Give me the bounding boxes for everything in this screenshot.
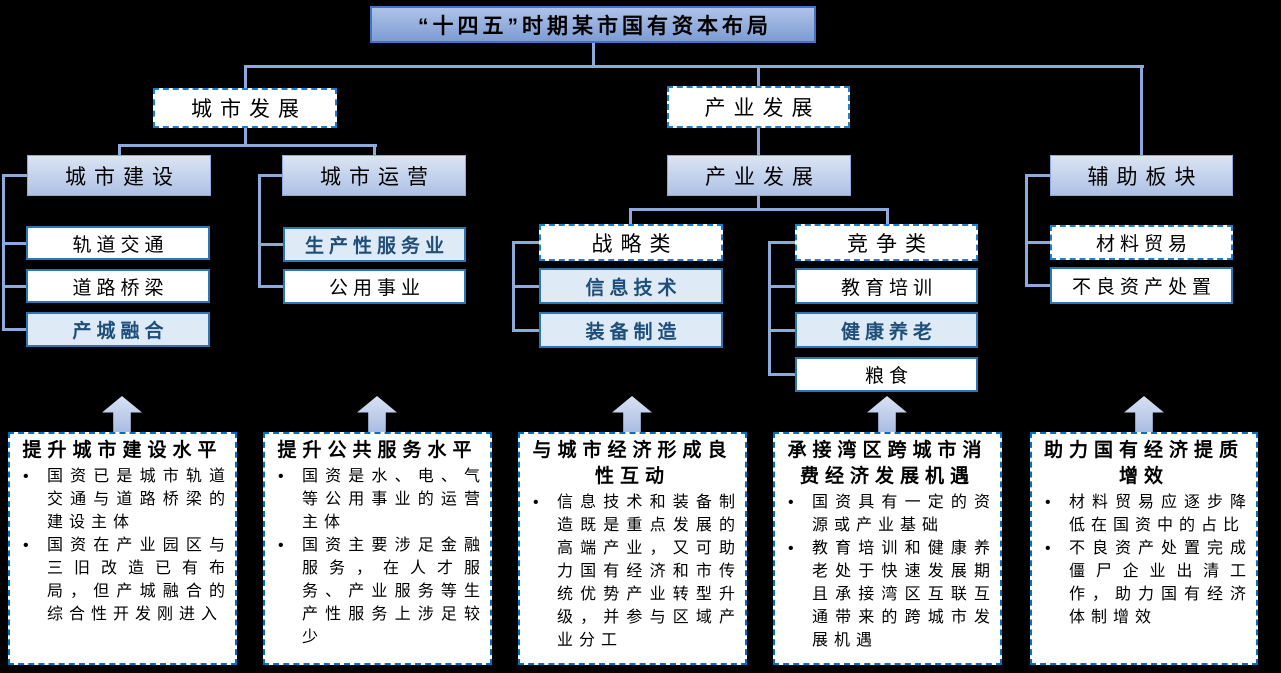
connector-line xyxy=(629,208,632,224)
connector-line xyxy=(757,196,760,211)
card-bullet-list: 国资已是城市轨道交通与道路桥梁的建设主体 国资在产业园区与三旧改造已有布局，但产… xyxy=(14,465,231,626)
connector-line xyxy=(1025,174,1028,286)
header-strategic-category: 战略类 xyxy=(539,224,723,261)
connector-line xyxy=(118,144,377,147)
card-city-construction-level: 提升城市建设水平 国资已是城市轨道交通与道路桥梁的建设主体 国资在产业园区与三旧… xyxy=(8,432,237,665)
connector-line xyxy=(512,285,539,288)
connector-line xyxy=(373,144,376,155)
card-title: 承接湾区跨城市消费经济发展机遇 xyxy=(787,440,988,487)
bullet-item: 国资主要涉足金融服务，在人才服务、产业服务等生产性服务上涉足较少 xyxy=(269,534,486,649)
bullet-item: 信息技术和装备制造既是重点发展的高端产业，又可助力国有经济和市传统优势产业转型升… xyxy=(524,491,741,652)
up-arrow-icon xyxy=(102,396,142,432)
connector-line xyxy=(768,241,795,244)
connector-line xyxy=(768,329,795,332)
connector-line xyxy=(258,285,283,288)
bullet-item: 国资是水、电、气等公用事业的运营主体 xyxy=(269,465,486,534)
connector-line xyxy=(258,174,283,177)
connector-line xyxy=(1140,65,1143,155)
connector-line xyxy=(244,65,1144,68)
connector-line xyxy=(258,174,261,287)
connector-line xyxy=(768,241,771,374)
header-auxiliary-sector: 辅助板块 xyxy=(1050,155,1233,196)
bullet-item: 国资已是城市轨道交通与道路桥梁的建设主体 xyxy=(14,465,231,534)
card-public-service-level: 提升公共服务水平 国资是水、电、气等公用事业的运营主体 国资主要涉足金融服务，在… xyxy=(263,432,492,665)
connector-line xyxy=(2,174,27,177)
card-bullet-list: 国资是水、电、气等公用事业的运营主体 国资主要涉足金融服务，在人才服务、产业服务… xyxy=(269,465,486,649)
node-root-title: “十四五”时期某市国有资本布局 xyxy=(370,6,816,43)
leaf-health-eldercare: 健康养老 xyxy=(795,312,978,348)
leaf-information-technology: 信息技术 xyxy=(539,268,723,304)
card-bullet-list: 信息技术和装备制造既是重点发展的高端产业，又可助力国有经济和市传统优势产业转型升… xyxy=(524,491,741,652)
card-title: 助力国有经济提质增效 xyxy=(1043,440,1244,487)
bullet-item: 不良资产处置完成僵尸企业出清工作，助力国有经济体制增效 xyxy=(1036,537,1252,629)
connector-line xyxy=(2,328,26,331)
connector-line xyxy=(2,174,5,331)
leaf-equipment-manufacturing: 装备制造 xyxy=(539,312,723,348)
leaf-rail-transit: 轨道交通 xyxy=(26,226,210,260)
card-bullet-list: 材料贸易应逐步降低在国资中的占比 不良资产处置完成僵尸企业出清工作，助力国有经济… xyxy=(1036,491,1252,629)
leaf-industry-city-integration: 产城融合 xyxy=(26,312,210,347)
connector-line xyxy=(512,241,539,244)
up-arrow-icon xyxy=(357,396,397,432)
leaf-public-utilities: 公用事业 xyxy=(283,269,466,304)
connector-line xyxy=(512,329,539,332)
connector-line xyxy=(768,285,795,288)
leaf-road-bridge: 道路桥梁 xyxy=(26,269,210,303)
connector-line xyxy=(757,128,760,155)
header-industry-development: 产业发展 xyxy=(667,155,851,196)
card-bullet-list: 国资具有一定的资源或产业基础 教育培训和健康养老处于快速发展期且承接湾区互联互通… xyxy=(779,491,996,652)
up-arrow-icon xyxy=(612,396,652,432)
card-title: 与城市经济形成良性互动 xyxy=(532,440,733,487)
branch-city-development: 城市发展 xyxy=(153,88,337,128)
leaf-distressed-asset-disposal: 不良资产处置 xyxy=(1050,267,1233,304)
connector-line xyxy=(757,65,760,87)
connector-line xyxy=(244,128,247,147)
bullet-item: 国资在产业园区与三旧改造已有布局，但产城融合的综合性开发刚进入 xyxy=(14,534,231,626)
connector-line xyxy=(258,243,283,246)
connector-line xyxy=(244,65,247,88)
up-arrow-icon xyxy=(867,396,907,432)
connector-line xyxy=(629,208,889,211)
card-urban-economy-interaction: 与城市经济形成良性互动 信息技术和装备制造既是重点发展的高端产业，又可助力国有经… xyxy=(518,432,747,665)
header-city-construction: 城市建设 xyxy=(27,155,211,196)
bullet-item: 材料贸易应逐步降低在国资中的占比 xyxy=(1036,491,1252,537)
connector-line xyxy=(1025,174,1050,177)
card-title: 提升公共服务水平 xyxy=(277,440,478,461)
branch-industry-development: 产业发展 xyxy=(667,86,850,128)
connector-line xyxy=(1025,284,1050,287)
card-soe-quality-efficiency: 助力国有经济提质增效 材料贸易应逐步降低在国资中的占比 不良资产处置完成僵尸企业… xyxy=(1030,432,1258,665)
connector-line xyxy=(886,208,889,224)
header-competitive-category: 竞争类 xyxy=(795,224,978,261)
leaf-grain: 粮食 xyxy=(795,357,978,392)
bullet-item: 教育培训和健康养老处于快速发展期且承接湾区互联互通带来的跨城市发展机遇 xyxy=(779,537,996,652)
card-title: 提升城市建设水平 xyxy=(22,440,223,461)
leaf-producer-services: 生产性服务业 xyxy=(283,227,466,262)
connector-line xyxy=(118,144,121,155)
leaf-education-training: 教育培训 xyxy=(795,268,978,304)
leaf-materials-trade: 材料贸易 xyxy=(1050,225,1233,260)
up-arrow-icon xyxy=(1124,396,1164,432)
header-city-operation: 城市运营 xyxy=(282,155,466,196)
connector-line xyxy=(2,242,26,245)
connector-line xyxy=(2,285,26,288)
connector-line xyxy=(768,373,795,376)
connector-line xyxy=(592,43,595,67)
card-bay-area-consumption-opportunity: 承接湾区跨城市消费经济发展机遇 国资具有一定的资源或产业基础 教育培训和健康养老… xyxy=(773,432,1002,665)
bullet-item: 国资具有一定的资源或产业基础 xyxy=(779,491,996,537)
connector-line xyxy=(1025,241,1050,244)
